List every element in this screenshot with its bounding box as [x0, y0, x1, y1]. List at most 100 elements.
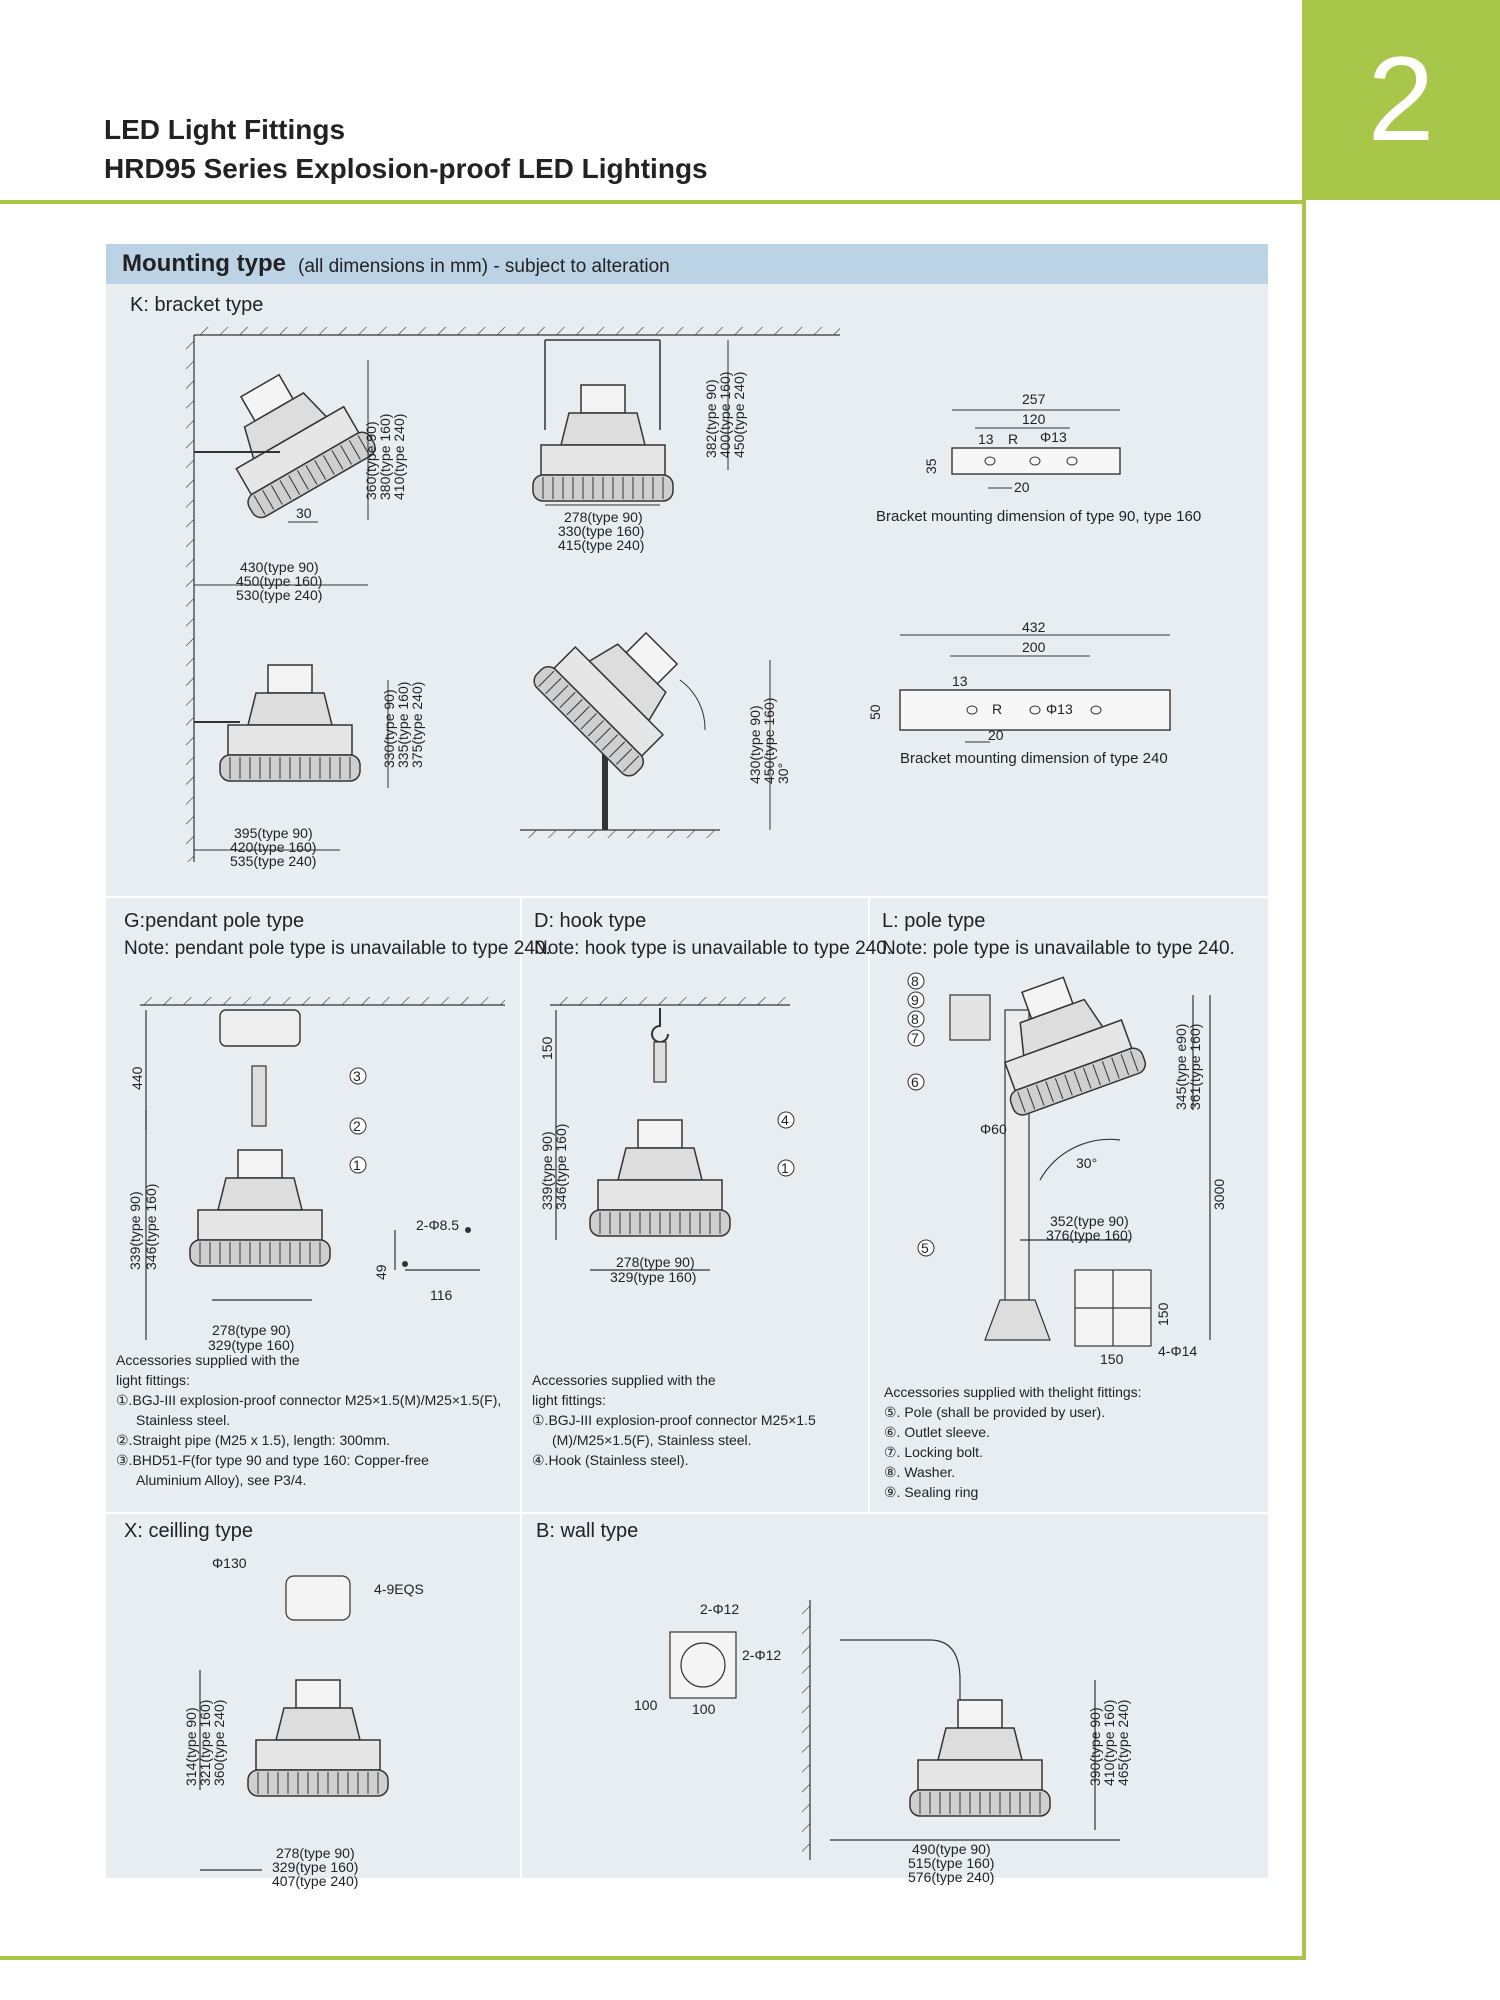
- dim-text: 530(type 240): [236, 587, 322, 603]
- dim-text: 200: [1022, 639, 1046, 655]
- pendant-acc-line: ①.BGJ-III explosion-proof connector M25×…: [116, 1392, 502, 1408]
- dim-text: 116: [430, 1287, 453, 1303]
- callout-text: 3: [353, 1068, 361, 1084]
- dim-text: 465(type 240): [1115, 1700, 1131, 1786]
- dim-text: 515(type 160): [908, 1855, 994, 1871]
- dim-text: Φ60: [980, 1121, 1007, 1137]
- wall-label: B: wall type: [536, 1520, 639, 1542]
- dim-text: 339(type 90): [539, 1131, 555, 1210]
- bracket-top-lamp: [532, 384, 674, 502]
- dim-text: 407(type 240): [272, 1873, 358, 1889]
- dim-text: 345(type e90): [1173, 1024, 1189, 1110]
- dim-text: R: [992, 701, 1002, 717]
- dim-text: 30°: [1076, 1155, 1097, 1171]
- dim-text: 380(type 160): [377, 414, 393, 500]
- callout-text: 9: [911, 992, 919, 1008]
- dim-text: 410(type 240): [391, 414, 407, 500]
- dim-text: 30: [296, 505, 312, 521]
- pendant-lamp: [189, 1149, 331, 1267]
- page-number: 2: [1367, 32, 1435, 166]
- bracket-tilt-lamp: [529, 598, 712, 781]
- dim-text: 49: [373, 1264, 389, 1280]
- bracket-large-caption: Bracket mounting dimension of type 240: [900, 750, 1168, 767]
- pendant-mount-plate: [219, 1009, 301, 1047]
- dim-text: 376(type 160): [1046, 1227, 1132, 1243]
- dim-text: 450(type 240): [731, 372, 747, 458]
- pendant-acc-line: light fittings:: [116, 1372, 190, 1388]
- dim-text: 440: [129, 1066, 145, 1090]
- dim-text: 100: [634, 1697, 658, 1713]
- pole-acc-line: ⑥. Outlet sleeve.: [884, 1424, 990, 1440]
- pole-label: L: pole type: [882, 910, 986, 932]
- dim-text: 20: [1014, 479, 1030, 495]
- dim-text: 382(type 90): [703, 379, 719, 458]
- dim-text: 360(type 240): [211, 1700, 227, 1786]
- pole-acc-line: ⑤. Pole (shall be provided by user).: [884, 1404, 1106, 1420]
- pendant-acc-line: Accessories supplied with the: [116, 1352, 300, 1368]
- header-line-1: LED Light Fittings: [104, 114, 346, 145]
- dim-text: 360(type 90): [363, 421, 379, 500]
- pendant-note: Note: pendant pole type is unavailable t…: [124, 938, 551, 959]
- dim-text: Φ13: [1040, 429, 1067, 445]
- bracket-low-lamp: [219, 664, 361, 782]
- pendant-accessories: Accessories supplied with the light fitt…: [116, 1350, 501, 1490]
- dim-text: 150: [1100, 1351, 1124, 1367]
- dim-text: 410(type 160): [1101, 1700, 1117, 1786]
- dim-text: 390(type 90): [1087, 1707, 1103, 1786]
- dim-text: Φ13: [1046, 701, 1073, 717]
- dim-text: 2-Φ12: [742, 1647, 781, 1663]
- ceiling-lamp: [247, 1679, 389, 1797]
- pole-acc-line: ⑧. Washer.: [884, 1464, 956, 1480]
- side-rule: [1302, 200, 1306, 1960]
- wall-lamp: [909, 1699, 1051, 1817]
- pole-lamp: [976, 960, 1149, 1119]
- bracket-label: K: bracket type: [130, 294, 264, 316]
- hook-acc-line: ①.BGJ-III explosion-proof connector M25×…: [532, 1412, 816, 1428]
- dim-text: 257: [1022, 391, 1046, 407]
- dim-text: 3000: [1211, 1179, 1227, 1210]
- dim-text: Φ130: [212, 1555, 247, 1571]
- hook-accessories: Accessories supplied with the light fitt…: [532, 1370, 816, 1470]
- dim-text: 50: [867, 704, 883, 720]
- pole-note: Note: pole type is unavailable to type 2…: [882, 938, 1235, 959]
- dim-text: 150: [1155, 1302, 1171, 1326]
- footer-rule: [0, 1956, 1306, 1960]
- separator-row-2: [106, 1512, 1268, 1514]
- dim-text: 150: [539, 1036, 555, 1060]
- dim-text: 346(type 160): [143, 1184, 159, 1270]
- dim-text: 4-9EQS: [374, 1581, 424, 1597]
- mounting-subtitle: (all dimensions in mm) - subject to alte…: [298, 256, 670, 277]
- pendant-acc-line: ②.Straight pipe (M25 x 1.5), length: 300…: [116, 1432, 391, 1448]
- dim-text: 2-Φ8.5: [416, 1217, 459, 1233]
- dim-text: 490(type 90): [912, 1841, 991, 1857]
- separator-col-1: [520, 896, 522, 1878]
- dim-text: 314(type 90): [183, 1707, 199, 1786]
- mounting-title: Mounting type: [122, 250, 286, 277]
- dim-text: R: [1008, 431, 1018, 447]
- callout-text: 4: [781, 1112, 789, 1128]
- dim-text: 329(type 160): [610, 1269, 696, 1285]
- dim-text: 335(type 160): [395, 682, 411, 768]
- dim-text: 450(type 160): [761, 698, 777, 784]
- callout-text: 1: [781, 1160, 789, 1176]
- pole-acc-line: Accessories supplied with thelight fitti…: [884, 1384, 1142, 1400]
- bracket-side-lamp: [198, 349, 380, 522]
- dim-text: 352(type 90): [1050, 1213, 1129, 1229]
- pendant-acc-line: Aluminium Alloy), see P3/4.: [136, 1472, 307, 1488]
- dim-text: 330(type 160): [558, 523, 644, 539]
- dim-text: 278(type 90): [616, 1254, 695, 1270]
- ceiling-label: X: ceilling type: [124, 1520, 253, 1542]
- dim-text: 278(type 90): [212, 1322, 291, 1338]
- callout-text: 8: [911, 1011, 919, 1027]
- dim-text: 4-Φ14: [1158, 1343, 1197, 1359]
- dim-text: 100: [692, 1701, 716, 1717]
- pole-acc-line: ⑦. Locking bolt.: [884, 1444, 983, 1460]
- dim-text: 120: [1022, 411, 1046, 427]
- hook-acc-line: Accessories supplied with the: [532, 1372, 716, 1388]
- dim-text: 535(type 240): [230, 853, 316, 869]
- dim-text: 430(type 90): [240, 559, 319, 575]
- callout-text: 6: [911, 1074, 919, 1090]
- pole-acc-line: ⑨. Sealing ring: [884, 1484, 979, 1500]
- dim-text: 278(type 90): [564, 509, 643, 525]
- dim-text: 30°: [775, 763, 791, 784]
